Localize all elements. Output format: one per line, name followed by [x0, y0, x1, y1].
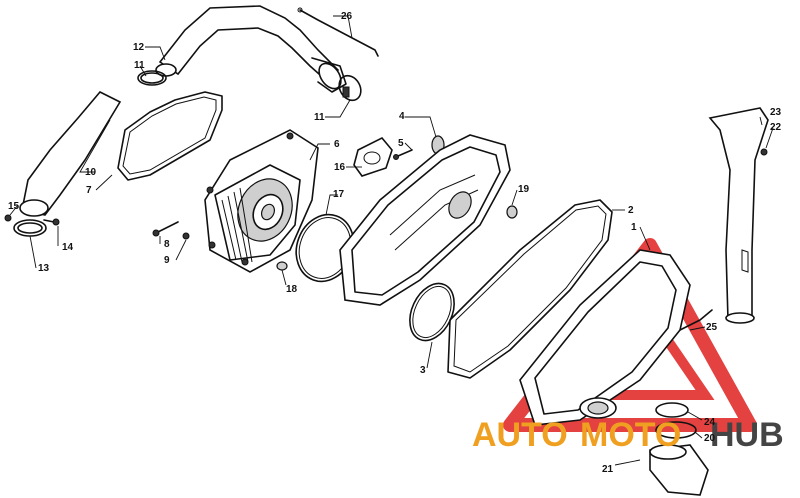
- callout-2: 2: [628, 205, 634, 216]
- part-13-clamp: [13, 219, 47, 237]
- callout-8: 8: [164, 239, 170, 250]
- callout-16: 16: [334, 162, 346, 173]
- part-20-ring: [655, 421, 697, 439]
- part-10-hose: [19, 91, 122, 217]
- leader-lines: [9, 15, 774, 466]
- callout-9: 9: [164, 255, 170, 266]
- callout-4: 4: [399, 111, 405, 122]
- part-6-cover-housing: [204, 129, 319, 273]
- watermark-text-moto: MOTO: [580, 416, 681, 454]
- part-11-clamp-upper-right: [338, 74, 362, 102]
- part-inner-cover: [339, 134, 511, 306]
- part-1-filter-element: [519, 249, 691, 426]
- callout-5: 5: [398, 138, 404, 149]
- callout-26: 26: [341, 11, 353, 22]
- callout-6: 6: [334, 139, 340, 150]
- part-22-screw: [760, 148, 768, 156]
- part-5-screw: [393, 149, 413, 160]
- callout-12: 12: [133, 42, 145, 53]
- callout-13: 13: [38, 263, 50, 274]
- callout-11-upper: 11: [134, 60, 145, 71]
- part-15-screw: [4, 214, 12, 222]
- part-19-plug: [506, 205, 518, 219]
- callout-21: 21: [602, 464, 614, 475]
- callout-labels: 12 11 26 11 4 5 6 16 10 7 17 19 2 1 15 1…: [8, 11, 782, 475]
- callout-17: 17: [333, 189, 345, 200]
- callout-7: 7: [86, 185, 92, 196]
- callout-20: 20: [704, 433, 716, 444]
- callout-22: 22: [770, 122, 782, 133]
- callout-18: 18: [286, 284, 298, 295]
- part-23-snorkel-tube: [708, 107, 769, 324]
- part-25-outer-case: [679, 309, 713, 331]
- callout-15: 15: [8, 201, 20, 212]
- part-16-mount-plate: [353, 137, 393, 177]
- part-8-screw: [152, 221, 179, 237]
- callout-24: 24: [704, 417, 716, 428]
- callout-23: 23: [770, 107, 782, 118]
- callout-19: 19: [518, 184, 530, 195]
- watermark-wordmark: AUTO MOTO HUB: [472, 416, 784, 454]
- callout-11-right: 11: [314, 112, 325, 123]
- part-24-seal: [655, 402, 689, 418]
- part-21-elbow: [649, 444, 709, 496]
- callout-25: 25: [706, 322, 718, 333]
- part-14-screw: [43, 218, 60, 226]
- callout-10: 10: [85, 167, 97, 178]
- callout-14: 14: [62, 242, 74, 253]
- part-7-gasket: [117, 91, 223, 181]
- part-3-seal-ring: [409, 282, 455, 342]
- callout-3: 3: [420, 365, 426, 376]
- part-2-drive-belt: [447, 199, 613, 379]
- part-11-clamp-upper-left: [137, 70, 167, 86]
- watermark-text-hub: HUB: [710, 416, 784, 454]
- callout-1: 1: [631, 222, 637, 233]
- part-26-cable-tie: [297, 7, 379, 57]
- watermark-text-auto: AUTO: [472, 416, 568, 454]
- part-18-bushing: [276, 261, 288, 271]
- part-9-washer: [182, 232, 190, 240]
